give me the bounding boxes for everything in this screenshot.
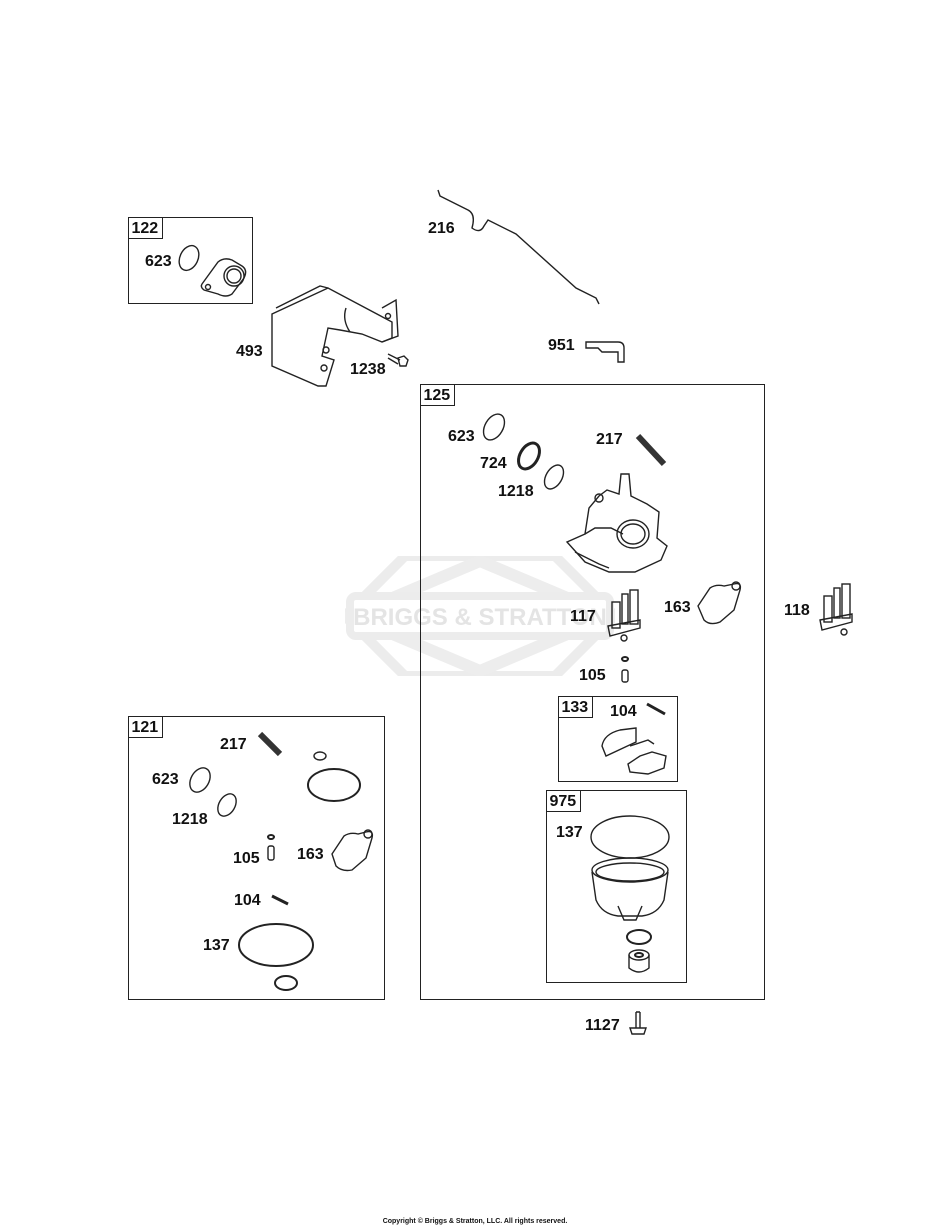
fuel-bowl-vent-part[interactable]: [606, 586, 644, 642]
o-ring-part[interactable]: [312, 750, 328, 762]
part-label-163[interactable]: 163: [664, 599, 691, 616]
watermark-text: BRIGGS & STRATTON: [353, 604, 607, 631]
fuel-bowl-vent-part[interactable]: [818, 580, 856, 636]
part-label-1127[interactable]: 1127: [585, 1017, 620, 1034]
part-label-104[interactable]: 104: [610, 703, 637, 720]
part-label-217[interactable]: 217: [596, 431, 623, 448]
seal-part[interactable]: [514, 438, 544, 474]
o-ring-part[interactable]: [186, 764, 214, 796]
part-label-137[interactable]: 137: [203, 937, 230, 954]
pin-part[interactable]: [270, 894, 292, 908]
o-ring-part[interactable]: [624, 928, 654, 946]
part-label-118[interactable]: 118: [784, 602, 810, 619]
copyright-notice: Copyright © Briggs & Stratton, LLC. All …: [382, 1218, 568, 1225]
lever-part[interactable]: [582, 338, 630, 366]
o-ring-part[interactable]: [588, 812, 672, 862]
assembly-ref-125[interactable]: 125: [419, 383, 456, 406]
part-label-1238[interactable]: 1238: [350, 361, 386, 378]
bolt-part[interactable]: [386, 350, 410, 370]
part-label-623[interactable]: 623: [152, 771, 179, 788]
carburetor-adapter-part[interactable]: [198, 254, 253, 299]
part-label-724[interactable]: 724: [480, 455, 507, 472]
o-ring-part[interactable]: [176, 242, 202, 274]
o-ring-part[interactable]: [272, 974, 300, 992]
gasket-part[interactable]: [328, 826, 376, 874]
part-label-217[interactable]: 217: [220, 736, 247, 753]
part-label-105[interactable]: 105: [579, 667, 606, 684]
assembly-box-975: 975: [545, 789, 687, 983]
part-label-623[interactable]: 623: [145, 253, 172, 270]
assembly-box-133: 133: [557, 695, 678, 782]
bowl-nut-part[interactable]: [626, 948, 652, 976]
assembly-box-121: 121: [127, 715, 385, 1000]
gasket-part[interactable]: [694, 578, 744, 628]
o-ring-part[interactable]: [305, 766, 363, 804]
o-ring-part[interactable]: [214, 790, 240, 820]
spring-part[interactable]: [634, 432, 668, 468]
part-label-1218[interactable]: 1218: [172, 811, 208, 828]
assembly-box-125: 125: [419, 383, 765, 1000]
part-label-623[interactable]: 623: [448, 428, 475, 445]
part-label-951[interactable]: 951: [548, 337, 575, 354]
part-label-1218[interactable]: 1218: [498, 483, 534, 500]
assembly-ref-133[interactable]: 133: [557, 695, 594, 718]
carburetor-part[interactable]: [565, 468, 670, 580]
assembly-ref-121[interactable]: 121: [127, 715, 164, 738]
o-ring-part[interactable]: [540, 460, 568, 494]
part-label-105[interactable]: 105: [233, 850, 260, 867]
float-part[interactable]: [600, 726, 670, 776]
part-label-493[interactable]: 493: [236, 343, 263, 360]
screw-part[interactable]: [628, 1010, 648, 1036]
o-ring-part[interactable]: [480, 410, 508, 444]
part-label-104[interactable]: 104: [234, 892, 261, 909]
briggs-stratton-watermark: BRIGGS & STRATTON: [345, 556, 615, 676]
part-label-117[interactable]: 117: [570, 608, 596, 625]
needle-valve-part[interactable]: [618, 654, 632, 688]
part-label-163[interactable]: 163: [297, 846, 324, 863]
part-label-216[interactable]: 216: [428, 220, 455, 237]
part-label-137[interactable]: 137: [556, 824, 583, 841]
bracket-part[interactable]: [270, 278, 400, 388]
o-ring-part[interactable]: [236, 920, 316, 970]
needle-valve-part[interactable]: [265, 832, 277, 866]
assembly-box-122: 122: [127, 216, 253, 304]
spring-part[interactable]: [256, 730, 286, 760]
fuel-bowl-part[interactable]: [588, 856, 672, 926]
pin-part[interactable]: [645, 702, 669, 716]
governor-link-part[interactable]: [436, 188, 606, 318]
assembly-ref-975[interactable]: 975: [545, 789, 582, 812]
assembly-ref-122[interactable]: 122: [127, 216, 164, 239]
